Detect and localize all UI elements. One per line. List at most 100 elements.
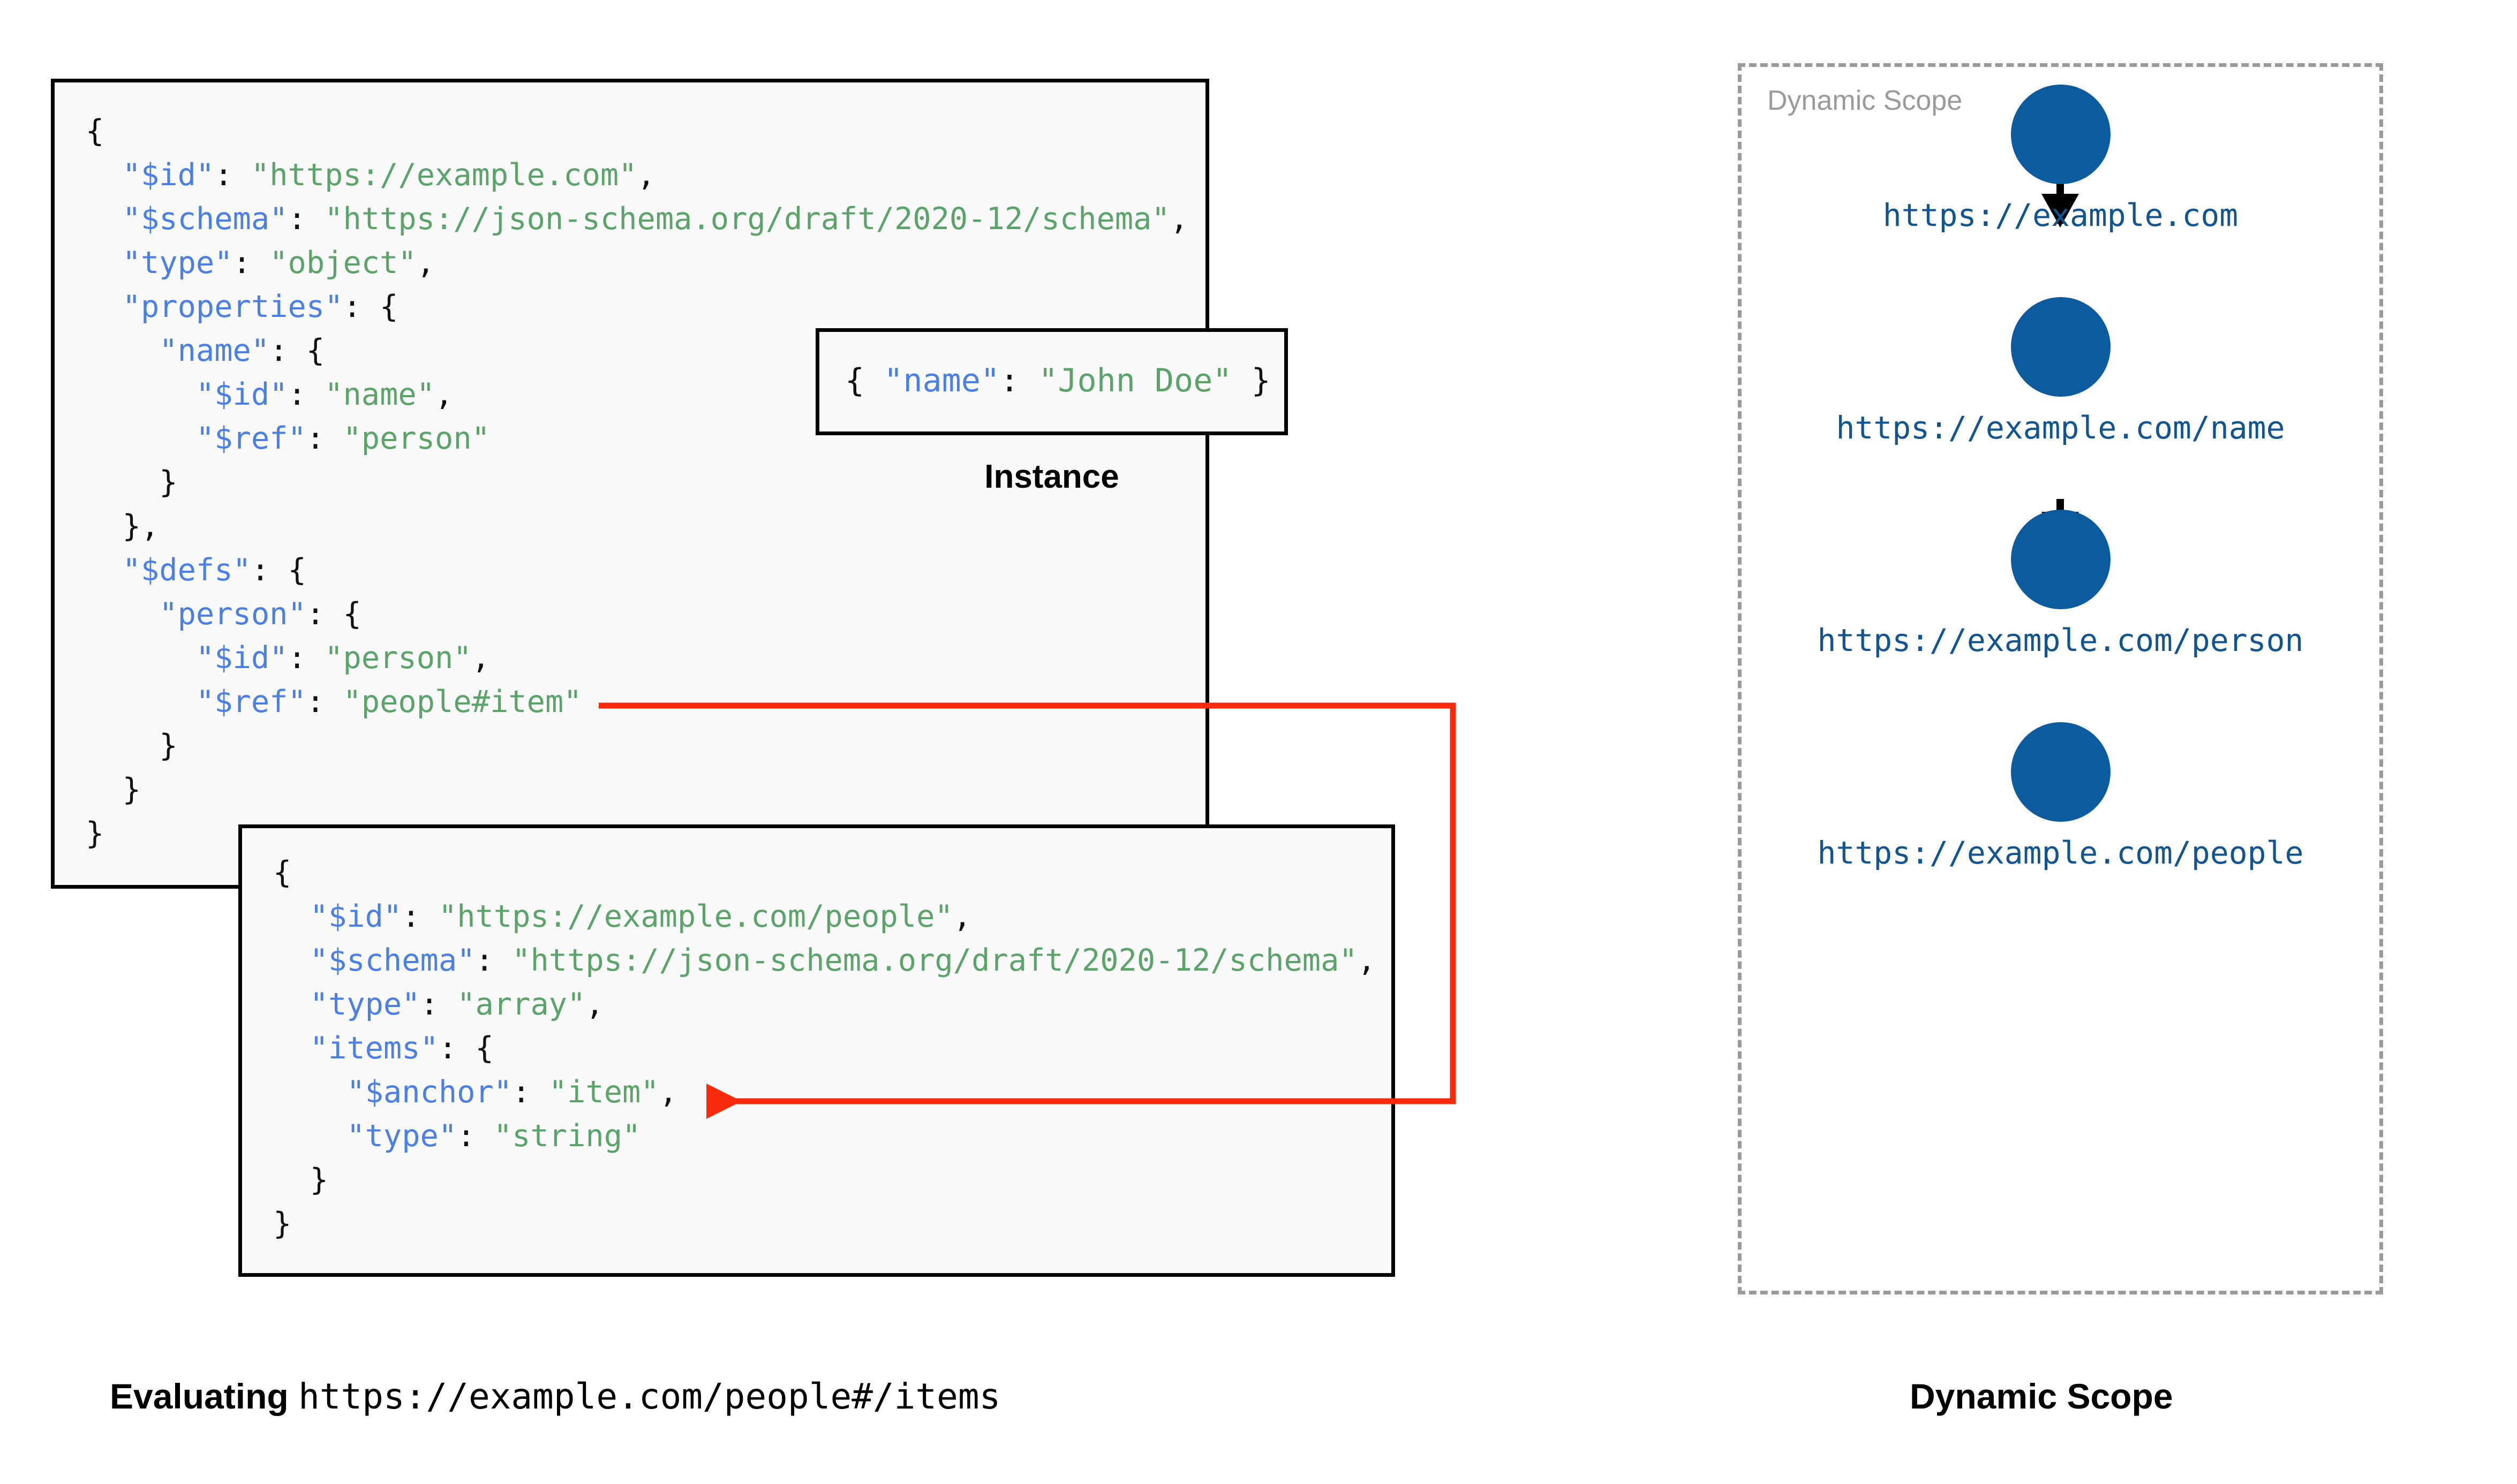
code-token: "name" [159, 333, 270, 368]
scope-node-label: https://example.com/name [1836, 410, 2285, 446]
code-token: , [953, 899, 972, 934]
scope-node-label: https://example.com [1882, 197, 2239, 233]
code-token: "https://json-schema.org/draft/2020-12/s… [512, 943, 1358, 978]
code-line: "$schema": "https://json-schema.org/draf… [86, 197, 1188, 241]
code-line: { "name": "John Doe" } [845, 358, 1271, 404]
code-token: , [1357, 943, 1376, 978]
instance-label: Instance [984, 458, 1119, 495]
code-line: "type": "object", [86, 241, 1188, 285]
scope-node-0: https://example.com [1738, 85, 2383, 233]
dynamic-scope-panel [1738, 63, 2383, 1294]
code-line: "$ref": "person" [86, 417, 1188, 460]
code-token [273, 1031, 310, 1066]
code-token: } [1232, 362, 1271, 399]
scope-node-circle [2010, 510, 2111, 609]
code-token: "$id" [310, 899, 402, 934]
code-line: "items": { [273, 1026, 1376, 1070]
code-token: : { [269, 333, 325, 368]
code-token: : [512, 1074, 549, 1110]
code-token: }, [86, 509, 160, 544]
code-token: : [475, 943, 513, 978]
code-token: : [420, 987, 457, 1022]
code-line: "$ref": "people#item" [86, 680, 1188, 724]
code-line: "$id": "https://example.com/people", [273, 895, 1376, 938]
code-token: } [86, 772, 141, 807]
code-token: "string" [493, 1118, 641, 1154]
code-token: : [288, 640, 325, 676]
code-token: } [273, 1162, 328, 1198]
code-token: "item" [548, 1074, 659, 1110]
code-token: "array" [457, 987, 586, 1022]
code-token [86, 157, 123, 193]
dynamic-scope-panel-title: Dynamic Scope [1767, 85, 1963, 116]
evaluating-uri: https://example.com/people#/items [298, 1376, 1001, 1417]
code-token: , [1170, 201, 1189, 237]
code-line: } [86, 724, 1188, 768]
code-token: "John Doe" [1038, 362, 1232, 399]
code-token: "$id" [195, 640, 288, 676]
people-schema-code: { "$id": "https://example.com/people", "… [273, 851, 1376, 1246]
code-token: "$id" [195, 377, 288, 412]
code-token: : [214, 157, 251, 193]
code-token: "person" [343, 421, 490, 456]
code-token [86, 684, 196, 720]
code-token: , [471, 640, 491, 676]
scope-node-3: https://example.com/people [1738, 722, 2383, 871]
code-token: "type" [310, 987, 420, 1022]
code-line: "$anchor": "item", [273, 1070, 1376, 1114]
code-line: { [86, 109, 1188, 153]
code-token: "properties" [122, 289, 343, 324]
code-token: { [273, 855, 292, 890]
code-line: { [273, 851, 1376, 895]
code-token [86, 201, 123, 237]
code-token [273, 899, 310, 934]
code-token [86, 289, 123, 324]
scope-node-circle [2010, 722, 2111, 822]
evaluating-prefix: Evaluating [110, 1376, 299, 1416]
code-token: } [273, 1206, 292, 1241]
code-token: } [86, 465, 178, 500]
instance-code: { "name": "John Doe" } [845, 358, 1271, 404]
code-token: , [416, 245, 435, 281]
code-token: "type" [346, 1118, 457, 1154]
code-token: "person" [325, 640, 472, 676]
code-line: "$defs": { [86, 548, 1188, 592]
code-token: : [1000, 362, 1039, 399]
code-token: "type" [122, 245, 233, 281]
dynamic-scope-caption: Dynamic Scope [1910, 1376, 2173, 1416]
code-token: } [86, 728, 178, 763]
code-token [273, 1118, 346, 1154]
code-token: : [306, 421, 343, 456]
code-token [86, 596, 159, 632]
code-token: : [288, 201, 325, 237]
code-token: "name" [325, 377, 435, 412]
instance-box: { "name": "John Doe" } [816, 328, 1288, 435]
code-token: : { [251, 552, 306, 588]
code-line: } [86, 460, 1188, 504]
code-token: "$ref" [195, 421, 306, 456]
code-token: "items" [310, 1031, 439, 1066]
code-token: : { [438, 1031, 494, 1066]
code-token: : [306, 684, 343, 720]
code-token: "object" [269, 245, 417, 281]
code-token: : [402, 899, 439, 934]
scope-node-circle [2010, 297, 2111, 397]
code-line: } [273, 1202, 1376, 1246]
code-token: "name" [884, 362, 1000, 399]
code-token: "$defs" [122, 552, 251, 588]
code-token [273, 943, 310, 978]
code-token: "$anchor" [346, 1074, 513, 1110]
scope-node-circle [2010, 85, 2111, 184]
code-token: { [86, 113, 104, 149]
code-line: }, [86, 504, 1188, 548]
code-token: "$id" [122, 157, 215, 193]
code-token [86, 552, 123, 588]
code-token [273, 987, 310, 1022]
scope-node-label: https://example.com/person [1817, 622, 2304, 658]
code-token: , [659, 1074, 678, 1110]
code-token [273, 1074, 346, 1110]
evaluating-caption: Evaluating https://example.com/people#/i… [110, 1376, 1000, 1417]
code-token: , [637, 157, 655, 193]
people-schema-box: { "$id": "https://example.com/people", "… [238, 824, 1395, 1277]
